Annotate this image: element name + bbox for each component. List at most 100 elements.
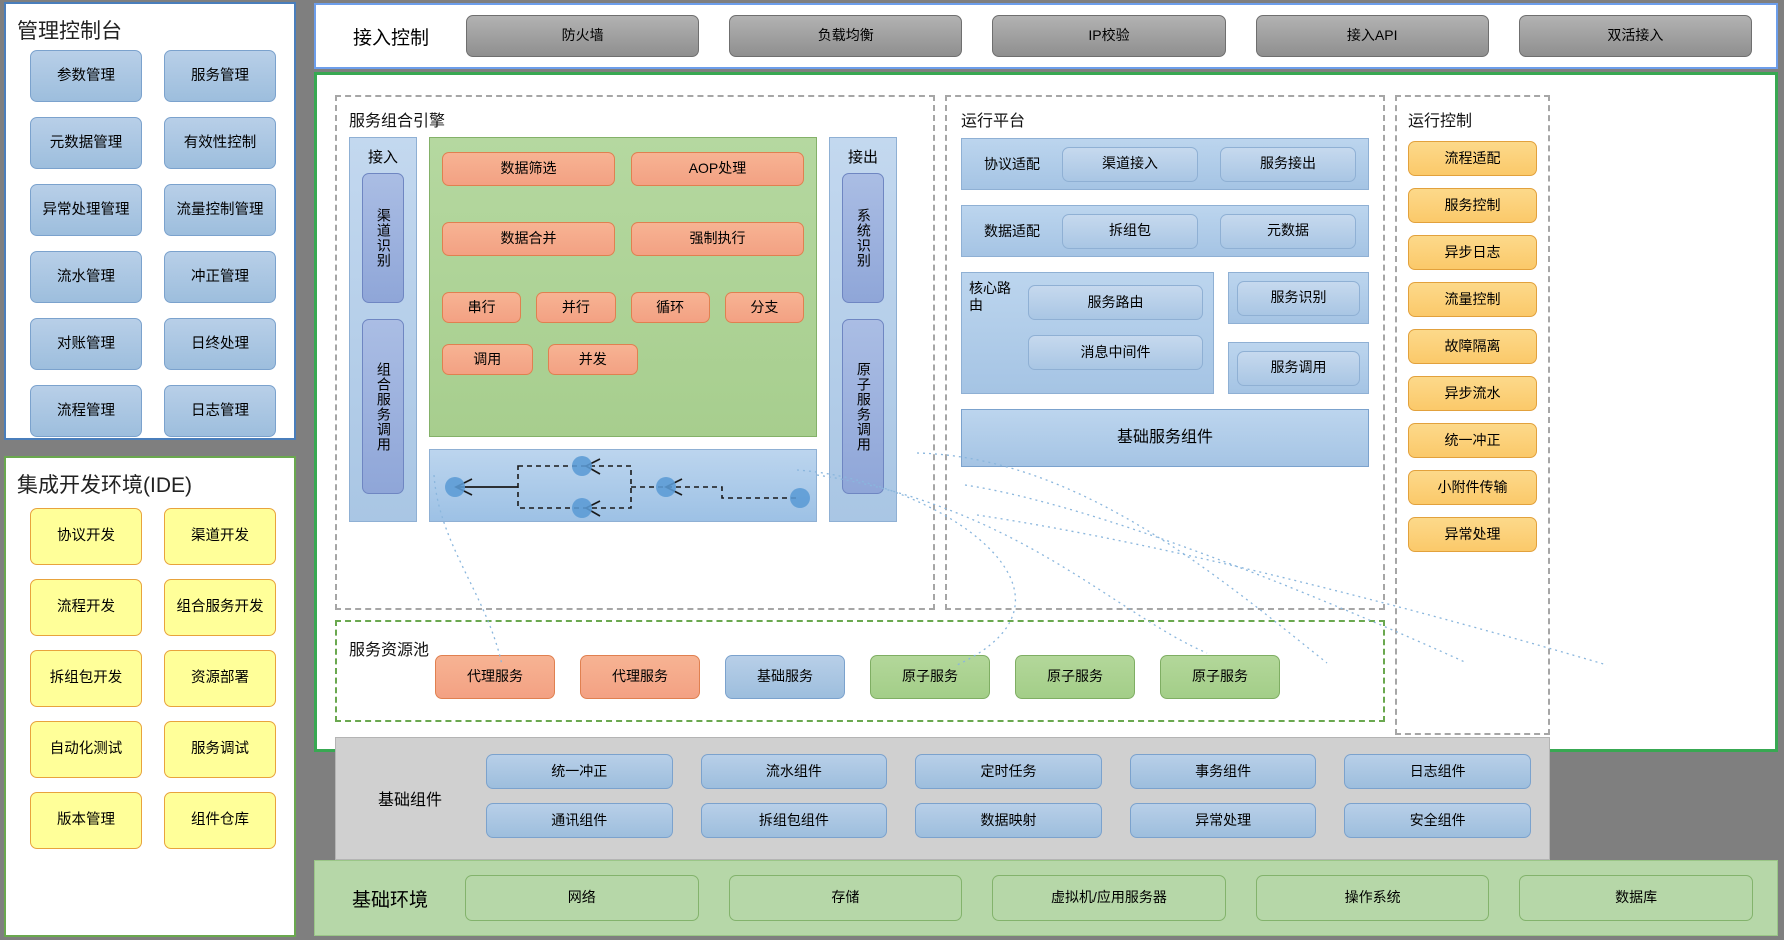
base-comp-item-5[interactable]: 通讯组件 xyxy=(486,803,673,838)
base-comp-item-0[interactable]: 统一冲正 xyxy=(486,754,673,789)
base-components-label: 基础组件 xyxy=(378,792,443,809)
outbound-item-1[interactable]: 原子服务调用 xyxy=(842,319,884,494)
cap-r3-3[interactable]: 分支 xyxy=(724,292,804,323)
protocol-adapt-item-0[interactable]: 渠道接入 xyxy=(1062,146,1198,182)
ide-item-5[interactable]: 资源部署 xyxy=(164,650,276,707)
mgmt-item-2[interactable]: 元数据管理 xyxy=(30,117,142,169)
mgmt-item-10[interactable]: 流程管理 xyxy=(30,385,142,437)
base-environment-label: 基础环境 xyxy=(351,889,428,911)
cap-r3-1[interactable]: 并行 xyxy=(536,292,616,323)
core-route-item-1[interactable]: 消息中间件 xyxy=(1028,335,1203,370)
capabilities-row-2: 数据合并 强制执行 xyxy=(442,222,804,256)
base-service-components-bar[interactable]: 基础服务组件 xyxy=(961,409,1369,467)
service-pool-title: 服务资源池 xyxy=(349,642,430,659)
runtime-control-item-4[interactable]: 故障隔离 xyxy=(1408,329,1537,364)
outbound-item-0[interactable]: 系统识别 xyxy=(842,173,884,303)
protocol-adapt-item-1[interactable]: 服务接出 xyxy=(1220,146,1356,182)
mgmt-item-4[interactable]: 异常处理管理 xyxy=(30,184,142,236)
base-comp-item-2[interactable]: 定时任务 xyxy=(915,754,1102,789)
access-item-3[interactable]: 接入API xyxy=(1255,15,1489,57)
ide-panel: 集成开发环境(IDE) 协议开发 渠道开发 流程开发 组合服务开发 拆组包开发 … xyxy=(4,456,296,937)
inbound-strip: 接入 渠道识别 组合服务调用 xyxy=(349,137,417,522)
capabilities-row-3: 串行 并行 循环 分支 xyxy=(442,292,804,323)
ide-item-9[interactable]: 组件仓库 xyxy=(164,792,276,849)
inbound-item-0[interactable]: 渠道识别 xyxy=(362,173,404,303)
base-env-item-0[interactable]: 网络 xyxy=(465,875,699,921)
mgmt-item-1[interactable]: 服务管理 xyxy=(164,50,276,102)
core-route-block: 核心路由 服务路由 消息中间件 xyxy=(961,272,1214,394)
runtime-right-item-1[interactable]: 服务调用 xyxy=(1237,350,1360,386)
runtime-control-item-2[interactable]: 异步日志 xyxy=(1408,235,1537,270)
mgmt-item-8[interactable]: 对账管理 xyxy=(30,318,142,370)
base-env-item-2[interactable]: 虚拟机/应用服务器 xyxy=(992,875,1226,921)
runtime-platform-group: 运行平台 协议适配 渠道接入 服务接出 数据适配 拆组包 元数据 核心路由 xyxy=(945,95,1385,610)
cap-r4-1[interactable]: 并发 xyxy=(547,344,638,375)
data-adapt-item-1[interactable]: 元数据 xyxy=(1220,213,1356,249)
runtime-control-item-8[interactable]: 异常处理 xyxy=(1408,517,1537,552)
mgmt-item-9[interactable]: 日终处理 xyxy=(164,318,276,370)
service-engine-title: 服务组合引擎 xyxy=(349,113,446,130)
cap-r4-0[interactable]: 调用 xyxy=(442,344,533,375)
mgmt-item-0[interactable]: 参数管理 xyxy=(30,50,142,102)
ide-item-4[interactable]: 拆组包开发 xyxy=(30,650,142,707)
base-comp-item-7[interactable]: 数据映射 xyxy=(915,803,1102,838)
ide-item-6[interactable]: 自动化测试 xyxy=(30,721,142,778)
runtime-control-item-0[interactable]: 流程适配 xyxy=(1408,141,1537,176)
inbound-item-1[interactable]: 组合服务调用 xyxy=(362,319,404,494)
access-item-1[interactable]: 负载均衡 xyxy=(729,15,963,57)
outbound-strip: 接出 系统识别 原子服务调用 xyxy=(829,137,897,522)
mgmt-item-6[interactable]: 流水管理 xyxy=(30,251,142,303)
flow-arrows-svg xyxy=(445,456,810,518)
ide-item-7[interactable]: 服务调试 xyxy=(164,721,276,778)
service-composition-engine-group: 服务组合引擎 接入 渠道识别 组合服务调用 数据筛选 AOP处理 数据合并 xyxy=(335,95,935,610)
base-comp-item-4[interactable]: 日志组件 xyxy=(1344,754,1531,789)
runtime-control-item-7[interactable]: 小附件传输 xyxy=(1408,470,1537,505)
cap-r2-0[interactable]: 数据合并 xyxy=(442,222,615,256)
mgmt-item-7[interactable]: 冲正管理 xyxy=(164,251,276,303)
base-comp-item-1[interactable]: 流水组件 xyxy=(700,754,888,789)
base-comp-item-3[interactable]: 事务组件 xyxy=(1129,754,1317,789)
access-control-label: 接入控制 xyxy=(352,27,429,49)
base-env-item-4[interactable]: 数据库 xyxy=(1519,875,1753,921)
pool-item-4[interactable]: 原子服务 xyxy=(1015,655,1135,699)
cap-r1-1[interactable]: AOP处理 xyxy=(631,152,804,186)
ide-item-1[interactable]: 渠道开发 xyxy=(164,508,276,565)
management-console-grid: 参数管理 服务管理 元数据管理 有效性控制 异常处理管理 流量控制管理 流水管理… xyxy=(30,50,276,437)
access-item-4[interactable]: 双活接入 xyxy=(1518,15,1753,57)
base-env-item-3[interactable]: 操作系统 xyxy=(1255,875,1490,921)
base-comp-item-9[interactable]: 安全组件 xyxy=(1344,803,1531,838)
base-comp-item-6[interactable]: 拆组包组件 xyxy=(700,803,888,838)
ide-item-8[interactable]: 版本管理 xyxy=(30,792,142,849)
outbound-header: 接出 xyxy=(847,149,878,166)
base-comp-item-8[interactable]: 异常处理 xyxy=(1129,803,1317,838)
inbound-item-0-label: 渠道识别 xyxy=(375,208,392,268)
ide-item-2[interactable]: 流程开发 xyxy=(30,579,142,636)
cap-r3-0[interactable]: 串行 xyxy=(442,292,522,323)
mgmt-item-3[interactable]: 有效性控制 xyxy=(164,117,276,169)
runtime-control-item-6[interactable]: 统一冲正 xyxy=(1408,423,1537,458)
base-env-item-1[interactable]: 存储 xyxy=(728,875,963,921)
outbound-item-0-label: 系统识别 xyxy=(855,208,872,268)
pool-item-1[interactable]: 代理服务 xyxy=(580,655,700,699)
pool-item-2[interactable]: 基础服务 xyxy=(725,655,845,699)
access-item-0[interactable]: 防火墙 xyxy=(466,15,700,57)
data-adapt-item-0[interactable]: 拆组包 xyxy=(1062,213,1198,249)
cap-r3-2[interactable]: 循环 xyxy=(630,292,710,323)
mgmt-item-5[interactable]: 流量控制管理 xyxy=(164,184,276,236)
ide-item-3[interactable]: 组合服务开发 xyxy=(164,579,276,636)
cap-r2-1[interactable]: 强制执行 xyxy=(631,222,804,256)
service-invoke-row: 服务调用 xyxy=(1228,342,1369,394)
cap-r1-0[interactable]: 数据筛选 xyxy=(442,152,615,186)
pool-item-0[interactable]: 代理服务 xyxy=(435,655,555,699)
ide-item-0[interactable]: 协议开发 xyxy=(30,508,142,565)
runtime-control-item-3[interactable]: 流量控制 xyxy=(1408,282,1537,317)
access-item-2[interactable]: IP校验 xyxy=(992,15,1226,57)
runtime-control-item-5[interactable]: 异步流水 xyxy=(1408,376,1537,411)
pool-item-5[interactable]: 原子服务 xyxy=(1160,655,1280,699)
mgmt-item-11[interactable]: 日志管理 xyxy=(164,385,276,437)
runtime-control-item-1[interactable]: 服务控制 xyxy=(1408,188,1537,223)
runtime-right-item-0[interactable]: 服务识别 xyxy=(1237,280,1360,316)
core-route-item-0[interactable]: 服务路由 xyxy=(1028,285,1203,320)
pool-item-3[interactable]: 原子服务 xyxy=(870,655,990,699)
base-environment-items: 网络 存储 虚拟机/应用服务器 操作系统 数据库 xyxy=(465,875,1777,921)
